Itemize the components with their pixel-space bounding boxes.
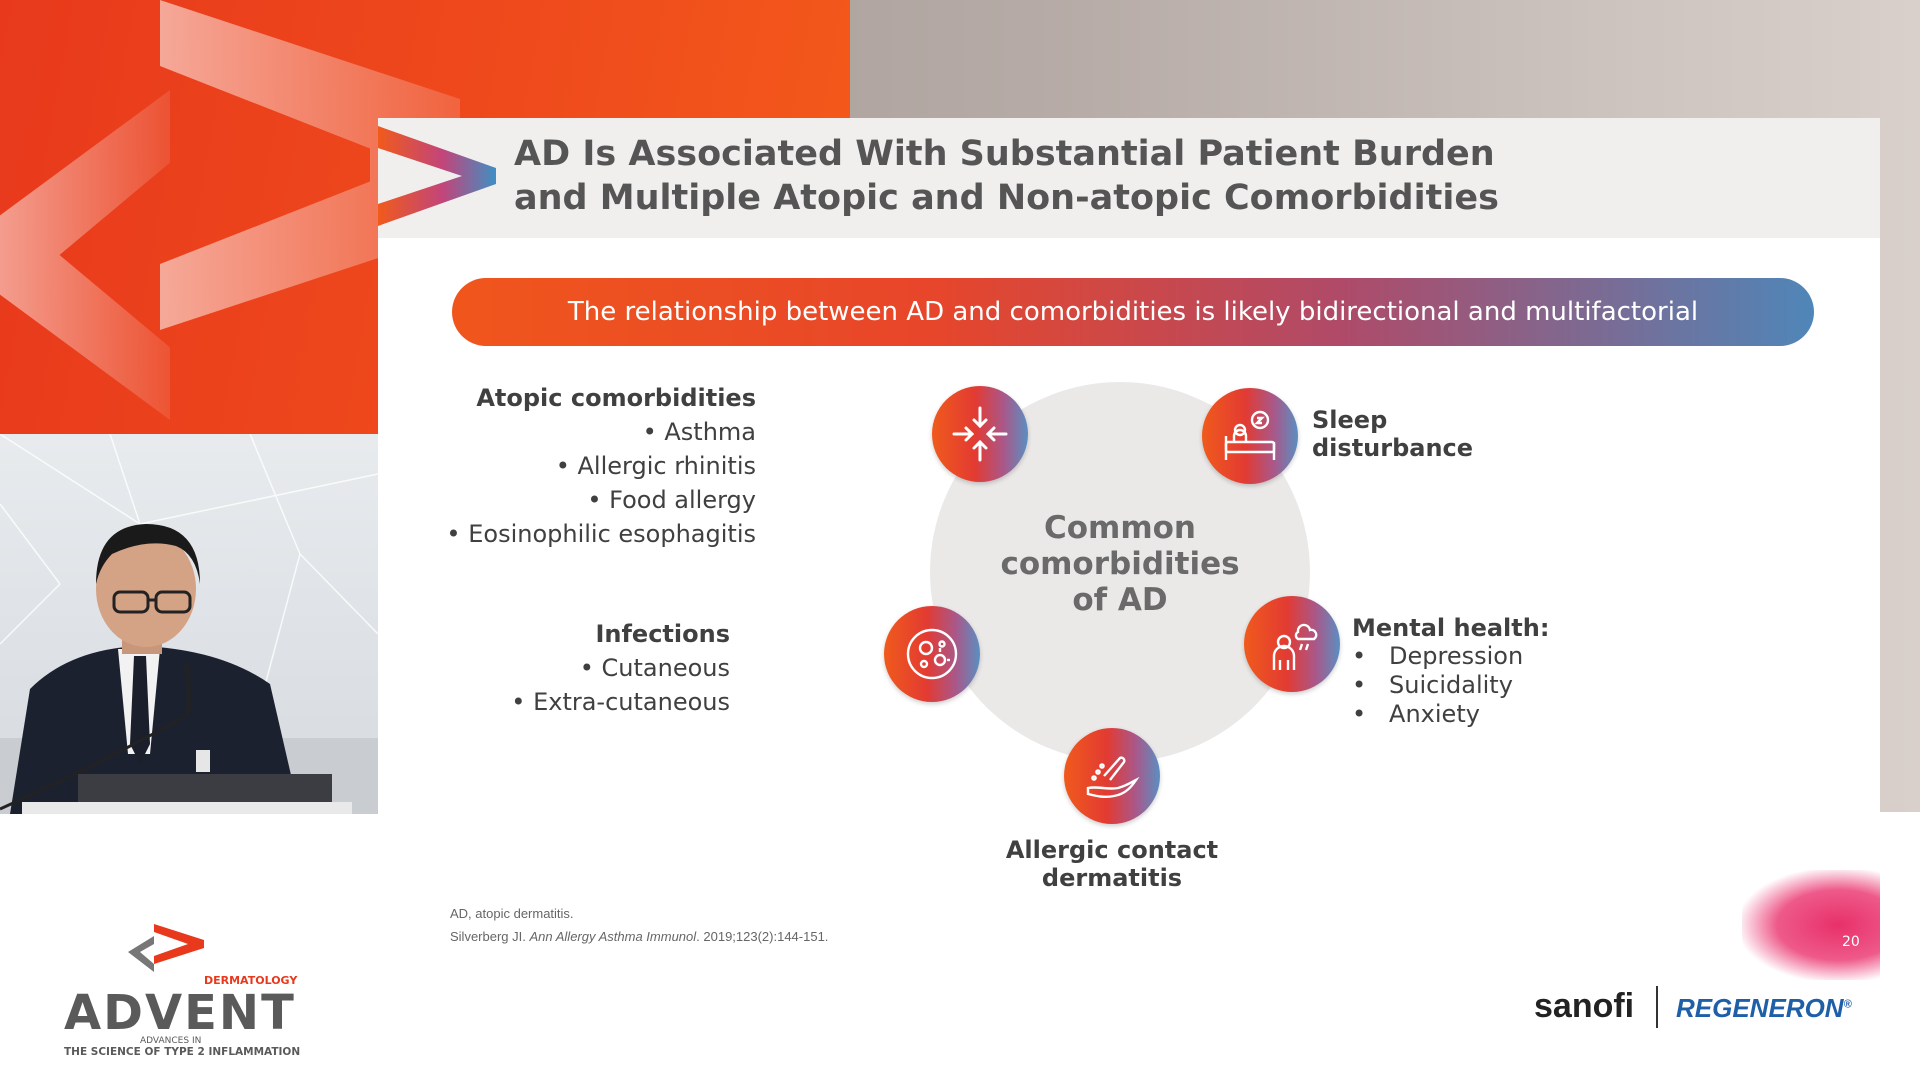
sleep-node <box>1202 388 1298 484</box>
infections-node <box>884 606 980 702</box>
regeneron-logo: REGENERON® <box>1676 993 1852 1023</box>
center-label: Common comorbidities of AD <box>1000 510 1240 618</box>
arrows-converge-icon <box>952 406 1008 462</box>
page-number: 20 <box>1842 934 1860 950</box>
atopic-item-asthma: • Asthma <box>642 418 756 446</box>
atopic-item-esophagitis: • Eosinophilic esophagitis <box>446 520 756 548</box>
dermatology-label: DERMATOLOGY <box>204 974 298 987</box>
footnote-abbreviation: AD, atopic dermatitis. <box>450 906 574 921</box>
atopic-item-rhinitis: • Allergic rhinitis <box>555 452 756 480</box>
infections-item-cutaneous: • Cutaneous <box>579 654 730 682</box>
title-arrow-icon <box>378 126 496 226</box>
advent-chevron-logo-icon <box>128 924 204 972</box>
speaker-video <box>0 434 378 814</box>
contact-dermatitis-node <box>1064 728 1160 824</box>
mental-item-anxiety: • Anxiety <box>1352 700 1480 728</box>
advent-wordmark: ADVENT <box>64 985 296 1041</box>
footnote-reference: Silverberg JI. Ann Allergy Asthma Immuno… <box>450 929 829 944</box>
mental-item-suicidality: • Suicidality <box>1352 671 1513 699</box>
sponsor-divider <box>1656 986 1658 1028</box>
atopic-item-food-allergy: • Food allergy <box>587 486 756 514</box>
speaker-figure <box>0 434 378 814</box>
infections-item-extra: • Extra-cutaneous <box>511 688 730 716</box>
rain-cloud-person-icon <box>1272 623 1318 670</box>
relationship-banner: The relationship between AD and comorbid… <box>452 278 1814 346</box>
mental-item-depression: • Depression <box>1352 642 1524 670</box>
hand-allergen-icon <box>1086 756 1140 799</box>
atopic-title: Atopic comorbidities <box>476 384 756 412</box>
sanofi-logo: sanofi <box>1534 987 1635 1025</box>
mental-health-title: Mental health: <box>1352 614 1550 642</box>
mental-health-node <box>1244 596 1340 692</box>
infections-title: Infections <box>595 620 730 648</box>
presentation-slide: AD Is Associated With Substantial Patien… <box>378 118 1880 980</box>
advent-tagline-bottom: THE SCIENCE OF TYPE 2 INFLAMMATION <box>64 1046 301 1058</box>
sleep-bed-icon <box>1224 410 1276 460</box>
slide-title: AD Is Associated With Substantial Patien… <box>514 134 1499 218</box>
backdrop-chevron-left <box>0 90 170 420</box>
atopic-node <box>932 386 1028 482</box>
microbe-icon <box>906 628 958 680</box>
pink-splash-decoration <box>1742 870 1880 980</box>
advent-tagline-top: ADVANCES IN <box>140 1036 202 1046</box>
title-band <box>378 118 1880 238</box>
